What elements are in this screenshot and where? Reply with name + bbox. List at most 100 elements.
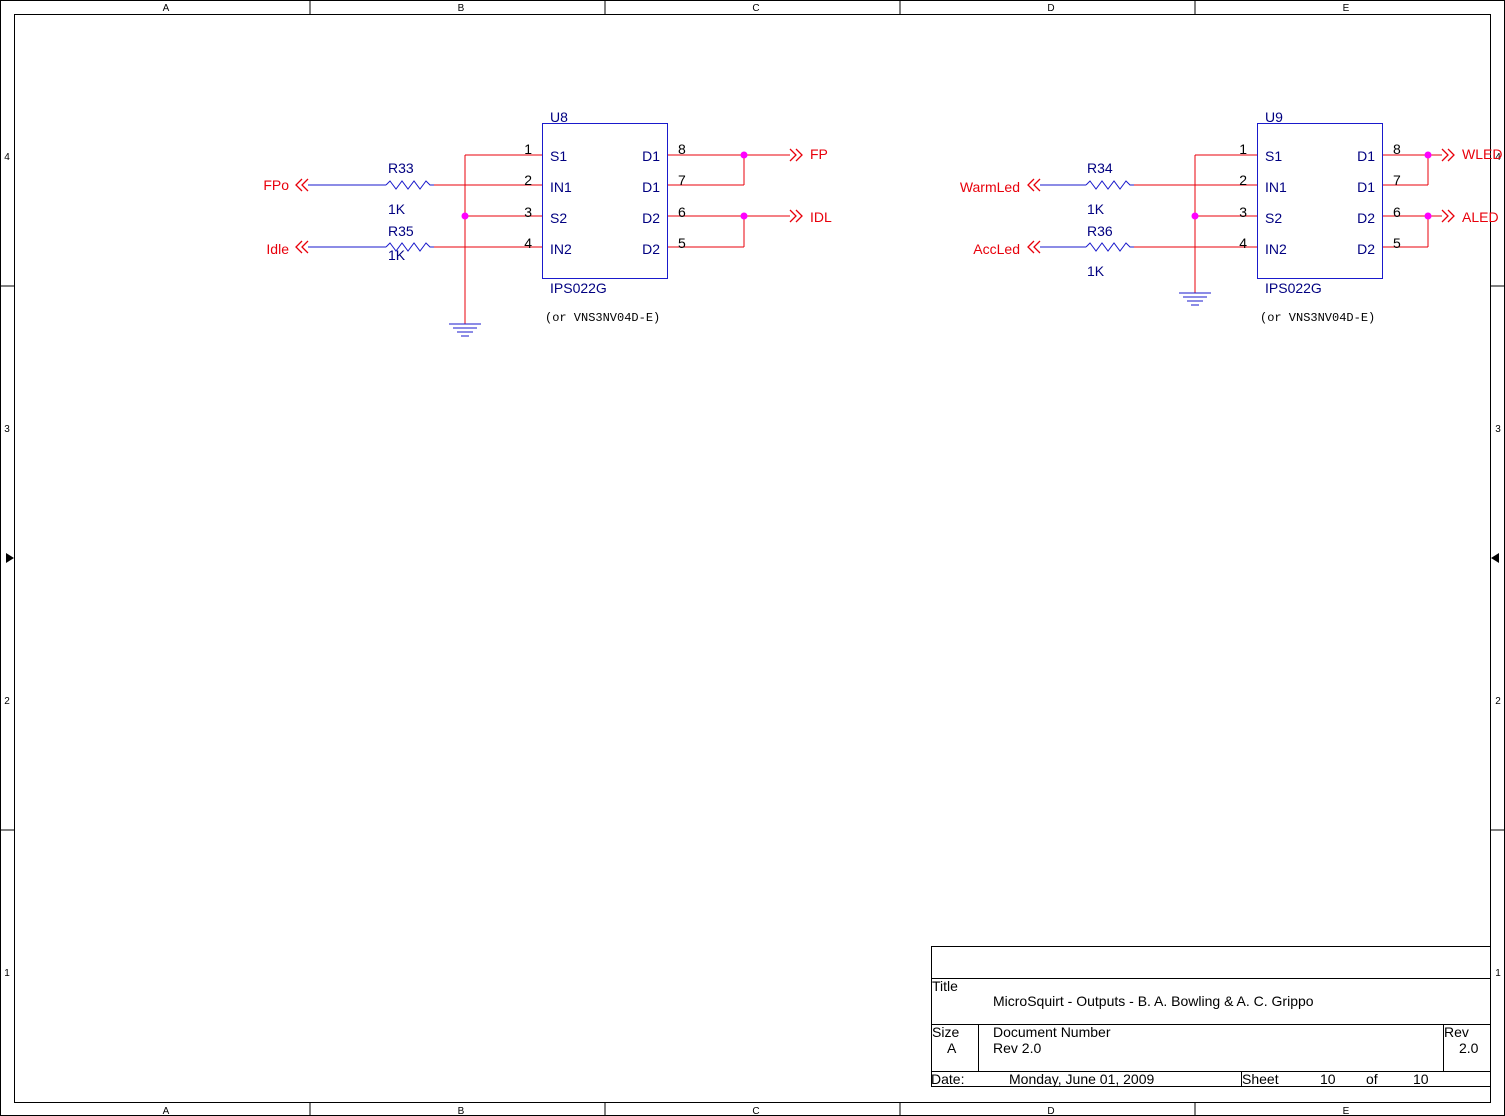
u8-input-wires (308, 184, 386, 248)
u8-pin-d1a: D1 (642, 148, 660, 164)
zone-row-2-right: 2 (1495, 696, 1501, 707)
u9-pin-num-5: 5 (1393, 235, 1401, 251)
u9-pin-d1a: D1 (1357, 148, 1375, 164)
docnum-label: Document Number (993, 1024, 1111, 1040)
u8-pin-in2: IN2 (550, 241, 572, 257)
u9-input-wires (1040, 184, 1086, 248)
zone-labels: A B C D E A B C D E 4 3 2 1 4 3 2 1 (4, 3, 1501, 1116)
u8-pin-num-5: 5 (678, 235, 686, 251)
u9-pin-num-1: 1 (1239, 141, 1247, 157)
center-markers (6, 553, 1499, 563)
r34-resistor (1085, 180, 1134, 190)
u9-pin-in1: IN1 (1265, 179, 1287, 195)
zone-row-3-left: 3 (4, 424, 10, 435)
u9-circuit: U9 IPS022G (or VNS3NV04D-E) S1 IN1 S2 IN… (960, 109, 1503, 325)
r36-resistor (1085, 242, 1134, 252)
zone-col-b-top: B (458, 3, 465, 14)
u8-ground-icon (449, 323, 481, 337)
r33-refdes: R33 (388, 160, 414, 176)
zone-row-1-left: 1 (4, 968, 10, 979)
u8-offpage-connectors (295, 148, 803, 254)
docnum-value: Rev 2.0 (993, 1040, 1041, 1056)
zone-row-4-left: 4 (4, 152, 10, 163)
u9-pin-num-8: 8 (1393, 141, 1401, 157)
r35-resistor (385, 242, 434, 252)
u9-pin-d2b: D2 (1357, 241, 1375, 257)
u9-wires (1134, 154, 1442, 293)
r33-resistor (385, 180, 434, 190)
u8-pin-num-6: 6 (678, 204, 686, 220)
u9-pin-num-4: 4 (1239, 235, 1247, 251)
u9-refdes: U9 (1265, 109, 1283, 125)
u9-pin-s2: S2 (1265, 210, 1282, 226)
net-label-accled: AccLed (973, 241, 1020, 257)
r33-value: 1K (388, 201, 406, 217)
r34-refdes: R34 (1087, 160, 1113, 176)
net-label-wled: WLED (1462, 146, 1502, 162)
net-label-idle: Idle (266, 241, 289, 257)
r35-refdes: R35 (388, 223, 414, 239)
u8-pin-num-7: 7 (678, 172, 686, 188)
title-label: Title (932, 978, 958, 994)
u9-pin-num-6: 6 (1393, 204, 1401, 220)
u8-circuit: U8 IPS022G (or VNS3NV04D-E) S1 IN1 S2 IN… (263, 109, 832, 337)
u8-wires (434, 154, 790, 324)
zone-col-a-bottom: A (163, 1106, 170, 1116)
u9-pin-d1b: D1 (1357, 179, 1375, 195)
title-block: Title MicroSquirt - Outputs - B. A. Bowl… (931, 946, 1491, 1087)
u9-value: IPS022G (1265, 280, 1322, 296)
u8-refdes: U8 (550, 109, 568, 125)
net-label-warmled: WarmLed (960, 179, 1020, 195)
u9-ic-body (1257, 123, 1383, 279)
zone-col-c-top: C (752, 3, 759, 14)
zone-col-d-top: D (1047, 3, 1054, 14)
zone-row-3-right: 3 (1495, 424, 1501, 435)
zone-row-1-right: 1 (1495, 968, 1501, 979)
rev-value: 2.0 (1459, 1040, 1479, 1056)
u9-pin-s1: S1 (1265, 148, 1282, 164)
zone-col-e-top: E (1343, 3, 1350, 14)
u8-pin-num-2: 2 (524, 172, 532, 188)
u9-pin-num-7: 7 (1393, 172, 1401, 188)
date-label: Date: (931, 1071, 964, 1087)
u8-junctions (461, 151, 748, 220)
zone-col-c-bottom: C (752, 1106, 759, 1116)
u8-pin-num-4: 4 (524, 235, 532, 251)
u9-ground-icon (1179, 292, 1211, 306)
u8-ic-body (542, 123, 668, 279)
u8-pin-d2a: D2 (642, 210, 660, 226)
r36-value: 1K (1087, 263, 1105, 279)
u8-pin-d2b: D2 (642, 241, 660, 257)
net-label-fpo: FPo (263, 177, 289, 193)
zone-col-b-bottom: B (458, 1106, 465, 1116)
rev-label: Rev (1444, 1024, 1469, 1040)
net-label-aled: ALED (1462, 209, 1499, 225)
u8-pin-d1b: D1 (642, 179, 660, 195)
u8-pin-in1: IN1 (550, 179, 572, 195)
zone-row-4-right: 4 (1495, 152, 1501, 163)
u8-pin-num-8: 8 (678, 141, 686, 157)
sheet-total: 10 (1413, 1071, 1429, 1087)
size-label: Size (932, 1024, 959, 1040)
sheet-number: 10 (1320, 1071, 1336, 1087)
r36-refdes: R36 (1087, 223, 1113, 239)
u8-value: IPS022G (550, 280, 607, 296)
net-label-fp: FP (810, 146, 828, 162)
u8-pin-s2: S2 (550, 210, 567, 226)
u8-pin-num-1: 1 (524, 141, 532, 157)
u9-junctions (1191, 151, 1432, 220)
u8-note: (or VNS3NV04D-E) (545, 311, 660, 325)
u8-pin-num-3: 3 (524, 204, 532, 220)
date-value: Monday, June 01, 2009 (1009, 1071, 1155, 1087)
page-title: MicroSquirt - Outputs - B. A. Bowling & … (993, 993, 1314, 1009)
net-label-idl: IDL (810, 209, 832, 225)
sheet-label: Sheet (1242, 1071, 1279, 1087)
u8-pin-s1: S1 (550, 148, 567, 164)
u9-note: (or VNS3NV04D-E) (1260, 311, 1375, 325)
u9-pin-num-2: 2 (1239, 172, 1247, 188)
u9-offpage-connectors (1027, 148, 1455, 254)
u9-pin-num-3: 3 (1239, 204, 1247, 220)
zone-row-2-left: 2 (4, 696, 10, 707)
